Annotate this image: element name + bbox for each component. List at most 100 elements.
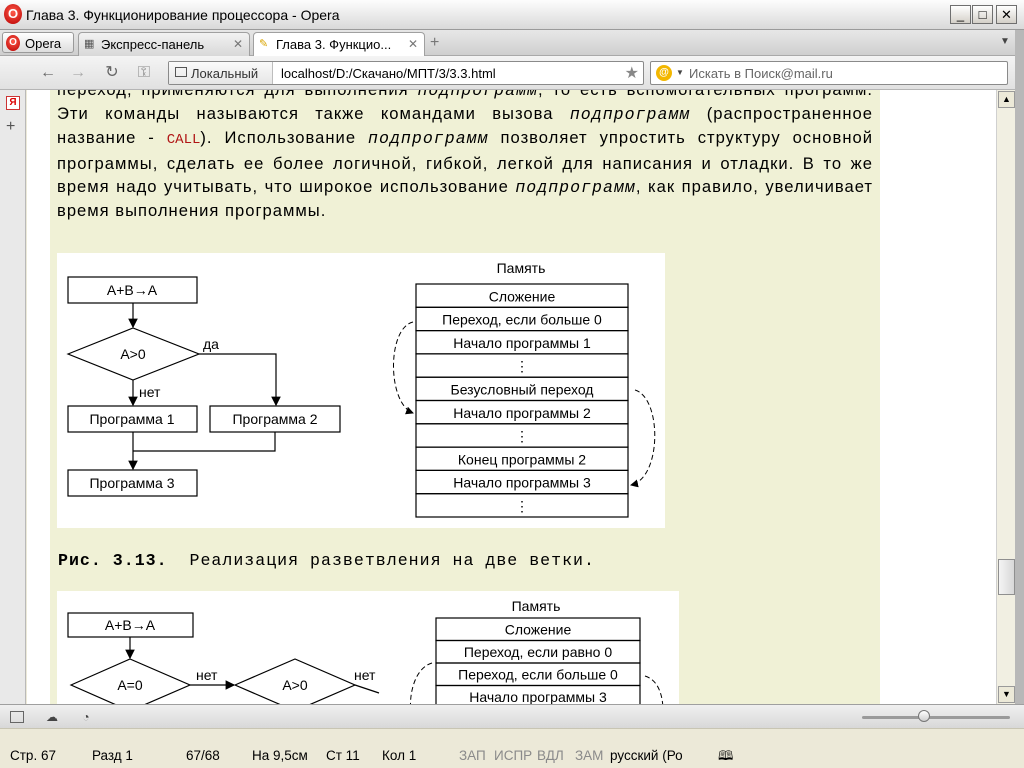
program-3-label: Программа 3 xyxy=(89,475,174,491)
zoom-slider[interactable] xyxy=(862,716,1010,719)
start-box-label: A+B→A xyxy=(107,282,158,298)
memory-cell-label: Начало программы 1 xyxy=(453,335,591,351)
jump-arrow-2 xyxy=(410,662,433,704)
tab-speed-dial[interactable]: ▦ Экспресс-панель ✕ xyxy=(78,32,250,56)
status-pages: 67/68 xyxy=(186,748,220,763)
memory-2-title: Память xyxy=(512,598,561,614)
yandex-icon[interactable]: Я xyxy=(6,96,20,110)
key-icon[interactable]: ⚿ xyxy=(137,64,151,81)
status-line: Ст 11 xyxy=(326,748,360,763)
browser-status-bar: ☁ ◔ xyxy=(0,704,1024,728)
memory-cell-label: ⋮ xyxy=(515,428,529,444)
memory-cell-label: Сложение xyxy=(489,288,556,304)
memory-cell-label: Начало программы 3 xyxy=(453,475,591,491)
opera-menu-icon: O xyxy=(6,35,20,51)
jump-arrow-left xyxy=(393,321,414,415)
minimize-button[interactable]: _ xyxy=(950,5,971,24)
status-section: Разд 1 xyxy=(92,748,133,763)
no-2-label: нет xyxy=(354,667,376,683)
address-toolbar: ← → ↻ ⚿ Локальный localhost/D:/Скачано/М… xyxy=(0,56,1024,90)
side-panel: Я + xyxy=(0,90,26,704)
memory-cell xyxy=(435,684,641,704)
local-badge[interactable]: Локальный xyxy=(169,62,273,84)
scroll-up-icon[interactable]: ▲ xyxy=(998,91,1015,108)
page-content: переход, применяются для выполнения подп… xyxy=(27,90,996,704)
status-overtype[interactable]: ЗАМ xyxy=(575,748,604,763)
condition-2-label: A>0 xyxy=(282,677,308,693)
tab-close-icon[interactable]: ✕ xyxy=(232,37,243,51)
monitor-icon xyxy=(175,67,187,77)
memory-cell-label: Конец программы 2 xyxy=(458,451,586,467)
opera-logo-icon: O xyxy=(4,4,22,24)
memory-cell xyxy=(415,493,629,518)
status-language: русский (Ро xyxy=(610,748,683,763)
condition-label: A>0 xyxy=(120,346,146,362)
page-icon: ✎ xyxy=(259,38,269,50)
turbo-icon[interactable]: ◔ xyxy=(82,710,90,724)
tabs-dropdown-icon[interactable]: ▼ xyxy=(1000,36,1010,47)
figure-1: A+B→A A>0 да нет Программа 1 Программа 2 xyxy=(57,253,665,528)
zoom-slider-thumb[interactable] xyxy=(918,710,930,722)
status-record[interactable]: ЗАП xyxy=(459,748,486,763)
status-page: Стр. 67 xyxy=(10,748,56,763)
forward-arrow-icon[interactable]: → xyxy=(70,64,86,81)
search-dropdown-icon[interactable]: ▼ xyxy=(676,68,684,77)
memory-cell-label: Безусловный переход xyxy=(451,382,594,398)
no-label: нет xyxy=(139,384,161,400)
scroll-down-icon[interactable]: ▼ xyxy=(998,686,1015,703)
spelling-check-icon[interactable]: 🕮 xyxy=(718,748,734,763)
tab-close-icon[interactable]: ✕ xyxy=(407,37,418,51)
scroll-thumb[interactable] xyxy=(998,559,1015,595)
figure-caption: Рис. 3.13. Реализация разветвления на дв… xyxy=(58,551,595,570)
status-extend[interactable]: ВДЛ xyxy=(537,748,564,763)
add-panel-icon[interactable]: + xyxy=(6,118,16,135)
panel-toggle-icon[interactable] xyxy=(10,711,24,723)
opera-menu-button[interactable]: O Opera xyxy=(2,32,74,53)
local-badge-label: Локальный xyxy=(191,66,259,81)
word-status-bar: Стр. 67 Разд 1 67/68 На 9,5см Ст 11 Кол … xyxy=(0,728,1024,768)
jump-arrow-right xyxy=(630,389,656,488)
start-box-2-label: A+B→A xyxy=(105,617,156,633)
search-engine-icon[interactable]: @ xyxy=(656,65,672,81)
opera-unite-icon[interactable]: ☁ xyxy=(46,710,58,724)
tab-label: Экспресс-панель xyxy=(101,37,205,52)
back-arrow-icon[interactable]: ← xyxy=(40,64,56,81)
memory-cell-label: Переход, если больше 0 xyxy=(442,312,602,328)
bookmark-star-icon[interactable]: ★ xyxy=(624,65,639,82)
figure-1-diagram: A+B→A A>0 да нет Программа 1 Программа 2 xyxy=(66,260,656,518)
memory-cell-label: Переход, если больше 0 xyxy=(458,667,618,683)
memory-cell-label: Переход, если равно 0 xyxy=(464,644,612,660)
condition-1-label: A=0 xyxy=(117,677,143,693)
tab-label: Глава 3. Функцио... xyxy=(276,37,392,52)
vertical-scrollbar[interactable]: ▲ ▼ xyxy=(996,90,1015,704)
program-3-box xyxy=(67,469,198,497)
status-column: Кол 1 xyxy=(382,748,417,763)
tab-chapter-3[interactable]: ✎ Глава 3. Функцио... ✕ xyxy=(253,32,425,56)
address-field[interactable]: Локальный localhost/D:/Скачано/МПТ/3/3.3… xyxy=(168,61,644,85)
grid-icon: ▦ xyxy=(84,38,95,50)
maximize-button[interactable]: □ xyxy=(972,5,993,24)
url-text[interactable]: localhost/D:/Скачано/МПТ/3/3.3.html xyxy=(281,66,496,81)
status-position: На 9,5см xyxy=(252,748,308,763)
memory-cell-label: Начало программы 3 xyxy=(469,689,607,704)
new-tab-button[interactable]: + xyxy=(430,34,440,51)
article-paragraph: переход, применяются для выполнения подп… xyxy=(57,90,873,221)
memory-title: Память xyxy=(497,260,546,276)
window-titlebar: O Глава 3. Функционирование процессора -… xyxy=(0,0,1024,30)
memory-cell-label: Сложение xyxy=(505,622,572,638)
search-field[interactable]: @ ▼ Искать в Поиск@mail.ru xyxy=(650,61,1008,85)
jump-arrow-3 xyxy=(644,675,664,704)
memory-cell-label: ⋮ xyxy=(515,358,529,374)
program-2-label: Программа 2 xyxy=(232,411,317,427)
search-input[interactable]: Искать в Поиск@mail.ru xyxy=(689,66,833,81)
figure-2-diagram: A+B→A A=0 нет A>0 нет Память СложениеПер… xyxy=(67,598,664,704)
article-column: переход, применяются для выполнения подп… xyxy=(50,90,880,704)
no-1-label: нет xyxy=(196,667,218,683)
reload-icon[interactable]: ↻ xyxy=(105,64,119,81)
close-button[interactable]: ✕ xyxy=(996,5,1017,24)
status-track-changes[interactable]: ИСПР xyxy=(494,748,533,763)
